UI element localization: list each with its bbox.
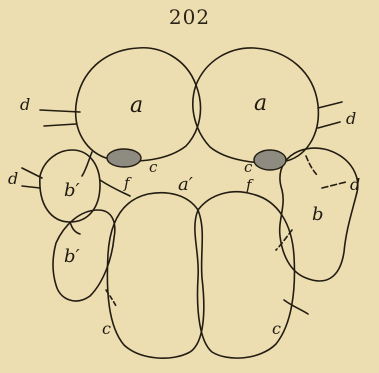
d-line-mid-right xyxy=(322,182,346,188)
d-line-top-right xyxy=(318,102,342,108)
connector-left-3 xyxy=(70,222,80,234)
cell-lower-left xyxy=(107,193,203,359)
d-line-mid-left xyxy=(22,168,42,178)
label-c-right-small: c xyxy=(244,158,253,176)
connector-left-4 xyxy=(106,290,116,306)
d-line-mid-left-2 xyxy=(22,186,40,188)
granule-f-right xyxy=(254,150,286,170)
label-c-bottom-left: c xyxy=(102,319,111,338)
label-c-left-small: c xyxy=(149,158,158,176)
granule-f-left xyxy=(107,149,141,167)
d-line-top-left xyxy=(40,110,80,112)
label-f-right: f xyxy=(245,176,254,194)
d-line-top-right-2 xyxy=(318,122,340,128)
label-b-prime-lower: b′ xyxy=(64,246,80,267)
d-line-top-left-2 xyxy=(44,124,76,126)
label-b: b xyxy=(312,204,324,225)
cell-b-prime-lower xyxy=(53,210,115,301)
label-f-left: f xyxy=(123,174,132,192)
label-a-left: a xyxy=(130,93,143,118)
connector-right-2 xyxy=(276,230,292,250)
label-d-top-right: d xyxy=(346,109,356,128)
connector-right-1 xyxy=(306,156,318,176)
label-a-prime: a′ xyxy=(178,174,193,195)
label-b-prime-upper: b′ xyxy=(64,180,80,201)
label-d-top-left: d xyxy=(20,95,30,114)
connector-right-3 xyxy=(284,300,308,314)
label-c-bottom-right: c xyxy=(272,319,281,338)
label-d-mid-left: d xyxy=(8,169,18,188)
label-d-mid-right: d xyxy=(350,175,360,194)
label-a-right: a xyxy=(254,91,267,116)
